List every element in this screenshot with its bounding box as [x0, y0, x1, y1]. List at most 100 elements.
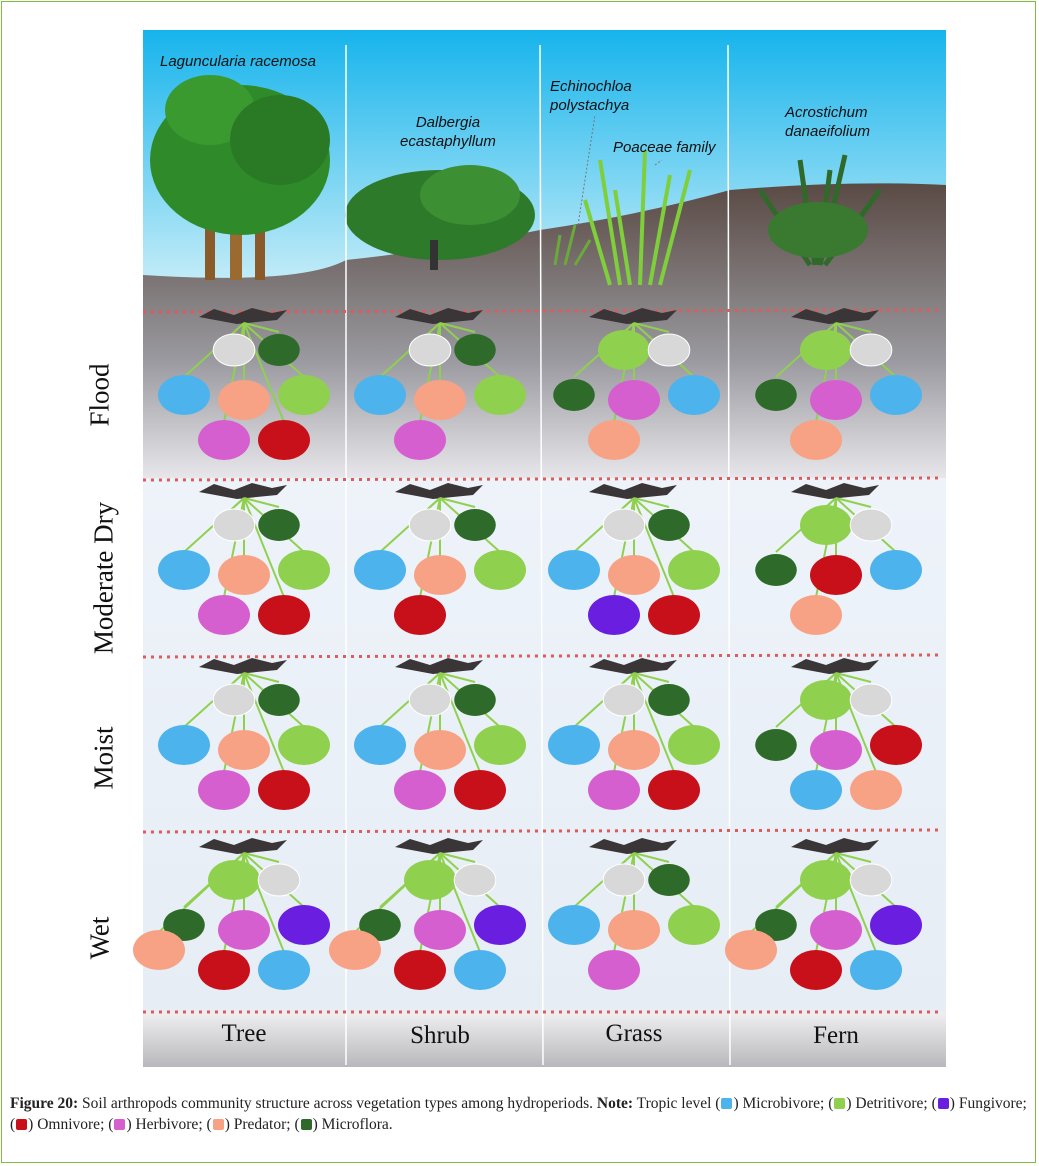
legend-label-microbivore: Microbivore	[742, 1095, 820, 1112]
predator-node	[588, 420, 640, 460]
microbes-node	[212, 508, 256, 542]
detritivore-node	[474, 725, 526, 765]
food-web-cell	[354, 483, 526, 635]
legend-swatch-microflora	[300, 1119, 312, 1130]
herbivore-node	[394, 770, 446, 810]
predator-node	[608, 730, 660, 770]
predator-node	[725, 930, 777, 970]
trophic-link	[243, 322, 280, 333]
legend-label-predator: Predator	[233, 1116, 287, 1133]
food-web-cell	[548, 838, 720, 990]
caption-note-intro: Tropic level (	[633, 1095, 721, 1112]
microbivore-node	[158, 375, 210, 415]
microbivore-node	[354, 725, 406, 765]
caption-legend: ) Microbivore; () Detritivore; () Fungiv…	[10, 1095, 1027, 1133]
food-web-cell	[158, 308, 330, 460]
litter-icon	[395, 658, 483, 674]
microbivore-node	[870, 375, 922, 415]
legend-label-omnivore: Omnivore	[37, 1116, 101, 1133]
microbivore-node	[158, 725, 210, 765]
predator-node	[608, 910, 660, 950]
microbes-node	[408, 508, 452, 542]
detritivore-node	[278, 375, 330, 415]
detritivore-node	[668, 905, 720, 945]
microbivore-node	[258, 950, 310, 990]
litter-icon	[395, 483, 483, 499]
litter-icon	[199, 483, 287, 499]
legend-label-microflora: Microflora	[321, 1116, 389, 1133]
predator-node	[414, 380, 466, 420]
legend-swatch-omnivore	[16, 1119, 28, 1130]
fern-illustration	[757, 154, 883, 267]
omnivore-node	[394, 950, 446, 990]
predator-node	[329, 930, 381, 970]
trophic-link	[243, 672, 285, 773]
microbes-node	[647, 333, 691, 367]
food-web-cell	[553, 308, 720, 460]
litter-icon	[791, 308, 879, 324]
predator-node	[790, 420, 842, 460]
herbivore-node	[394, 420, 446, 460]
microbivore-node	[790, 770, 842, 810]
legend-swatch-predator	[212, 1119, 224, 1130]
herbivore-node	[588, 770, 640, 810]
food-web-cell	[158, 658, 330, 810]
food-web-cell	[755, 658, 922, 810]
predator-node	[414, 555, 466, 595]
predator-node	[608, 555, 660, 595]
microbes-node	[602, 508, 646, 542]
row-label-wet: Wet	[84, 916, 115, 960]
food-web-cell	[548, 658, 720, 810]
tree-illustration	[150, 75, 330, 280]
caption-label: Figure 20:	[10, 1095, 79, 1112]
microflora-node	[755, 554, 797, 586]
litter-icon	[199, 308, 287, 324]
litter-icon	[199, 838, 287, 854]
trophic-link	[243, 497, 285, 598]
microbivore-node	[158, 550, 210, 590]
microflora-node	[163, 909, 205, 941]
row-label-flood: Flood	[84, 363, 115, 427]
herbivore-node	[198, 770, 250, 810]
legend-label-fungivore: Fungivore	[958, 1095, 1023, 1112]
detritivore-node	[474, 375, 526, 415]
trophic-link	[835, 497, 872, 508]
species-label-poaceae: Poaceae family	[613, 139, 716, 156]
legend-swatch-microbivore	[721, 1098, 733, 1109]
trophic-link	[633, 322, 670, 333]
litter-icon	[589, 308, 677, 324]
microbivore-node	[548, 725, 600, 765]
herbivore-node	[810, 380, 862, 420]
column-label-fern: Fern	[813, 1022, 859, 1049]
microflora-node	[258, 509, 300, 541]
microflora-node	[258, 334, 300, 366]
detritivore-node	[800, 505, 852, 545]
trophic-link	[633, 852, 670, 863]
food-web-cell	[354, 658, 526, 810]
detritivore-node	[208, 860, 260, 900]
species-label-laguncularia: Laguncularia racemosa	[160, 53, 316, 70]
food-web-cell	[755, 308, 922, 460]
omnivore-node	[648, 770, 700, 810]
trophic-link	[243, 672, 280, 683]
column-label-tree: Tree	[221, 1020, 267, 1047]
litter-icon	[791, 658, 879, 674]
trophic-link	[633, 672, 670, 683]
herbivore-node	[198, 420, 250, 460]
microbivore-node	[548, 550, 600, 590]
microbivore-node	[870, 550, 922, 590]
legend-label-herbivore: Herbivore	[135, 1116, 199, 1133]
microbes-node	[602, 863, 646, 897]
trophic-link	[439, 852, 476, 863]
trophic-link	[633, 672, 675, 773]
microbes-node	[212, 683, 256, 717]
litter-icon	[199, 658, 287, 674]
predator-node	[850, 770, 902, 810]
legend-swatch-herbivore	[114, 1119, 126, 1130]
microflora-node	[454, 684, 496, 716]
herbivore-node	[608, 380, 660, 420]
predator-node	[133, 930, 185, 970]
microflora-node	[755, 729, 797, 761]
microflora-node	[648, 864, 690, 896]
